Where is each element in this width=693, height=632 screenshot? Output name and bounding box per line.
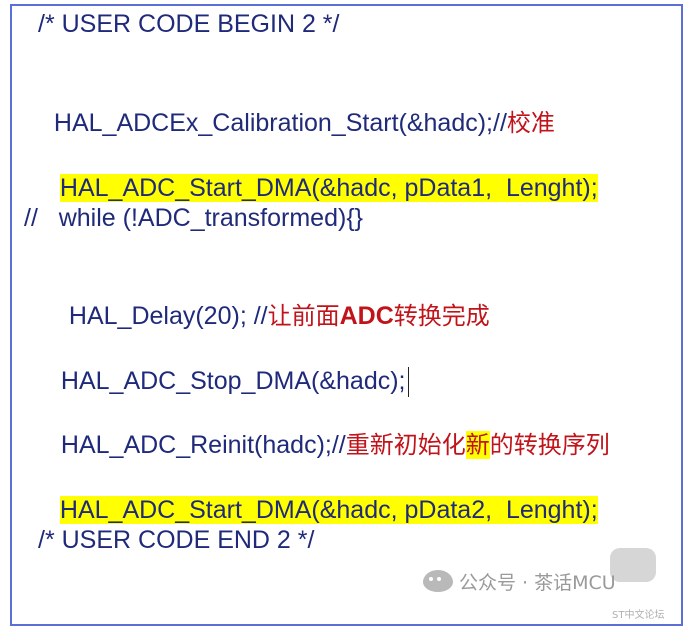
code-comment: 的转换序列 bbox=[489, 431, 610, 459]
wechat-icon bbox=[423, 570, 453, 592]
code-comment-bold: ADC bbox=[339, 302, 394, 330]
code-line-start-dma-2: HAL_ADC_Start_DMA(&hadc, pData2, Lenght)… bbox=[46, 459, 598, 524]
text-cursor bbox=[407, 367, 409, 398]
code-text: HAL_ADC_Reinit(hadc);// bbox=[60, 431, 346, 459]
code-line-start-dma-1: HAL_ADC_Start_DMA(&hadc, pData1, Lenght)… bbox=[46, 137, 598, 202]
forum-logo-bubble bbox=[610, 548, 656, 582]
code-comment-highlighted: 新 bbox=[465, 431, 490, 459]
code-text: HAL_ADC_Stop_DMA(&hadc); bbox=[60, 367, 406, 395]
code-line-while: // while (!ADC_transformed){} bbox=[24, 204, 364, 232]
code-comment: 校准 bbox=[506, 109, 555, 137]
code-line-calibration: HAL_ADCEx_Calibration_Start(&hadc);//校准 bbox=[40, 72, 555, 137]
watermark: 公众号 · 茶话MCU bbox=[423, 566, 616, 596]
code-text: HAL_Delay(20); // bbox=[68, 302, 268, 330]
code-line-end: /* USER CODE END 2 */ bbox=[38, 526, 315, 554]
code-line-reinit: HAL_ADC_Reinit(hadc);//重新初始化新的转换序列 bbox=[47, 394, 610, 459]
code-line-stop-dma: HAL_ADC_Stop_DMA(&hadc); bbox=[47, 330, 409, 398]
highlighted-code: HAL_ADC_Start_DMA(&hadc, pData1, Lenght)… bbox=[59, 174, 598, 202]
watermark-text: 公众号 · 茶话MCU bbox=[459, 571, 616, 594]
code-comment: 转换完成 bbox=[393, 302, 490, 330]
watermark-sub: ST中文论坛 bbox=[612, 610, 665, 621]
code-line-delay: HAL_Delay(20); //让前面ADC转换完成 bbox=[55, 265, 490, 330]
highlighted-code: HAL_ADC_Start_DMA(&hadc, pData2, Lenght)… bbox=[59, 496, 598, 524]
code-text: HAL_ADCEx_Calibration_Start(&hadc);// bbox=[53, 109, 507, 137]
code-line-begin: /* USER CODE BEGIN 2 */ bbox=[38, 10, 340, 38]
code-comment: 让前面 bbox=[267, 302, 340, 330]
code-comment: 重新初始化 bbox=[345, 431, 466, 459]
